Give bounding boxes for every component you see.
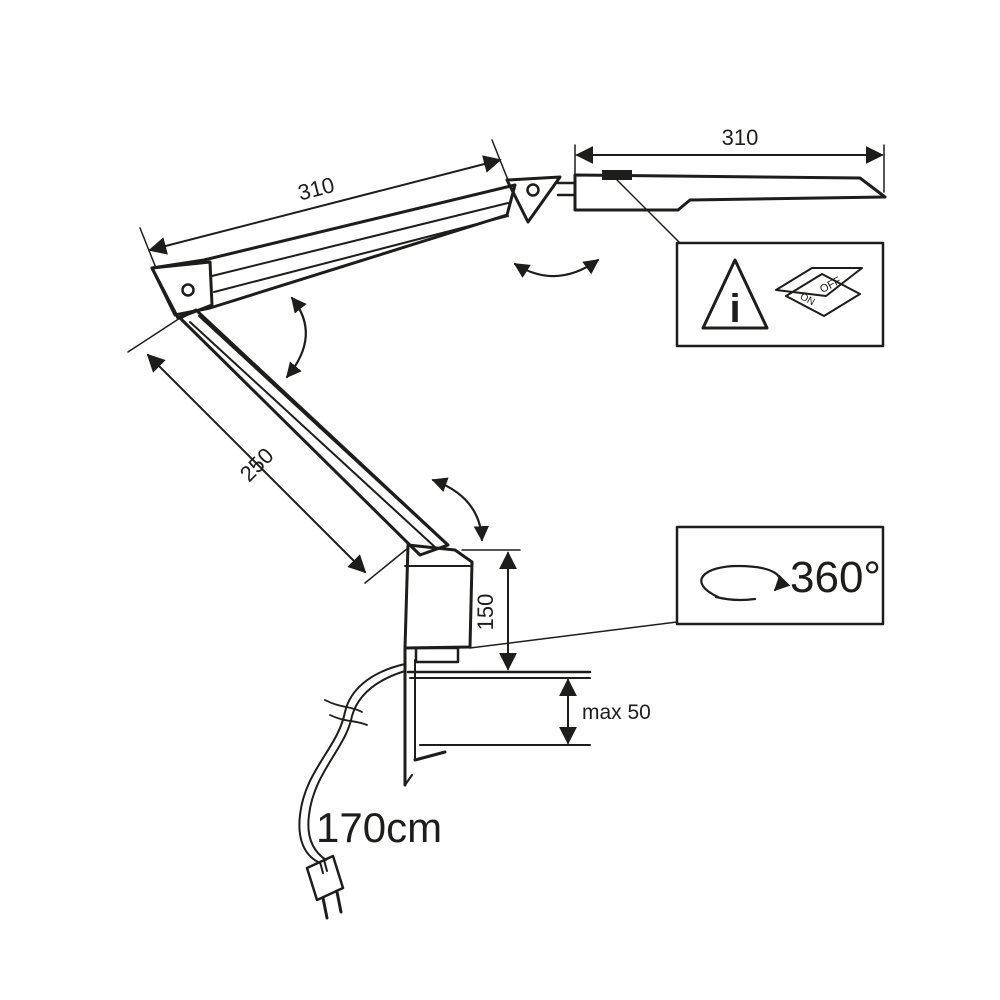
head-pivot-icon [526, 183, 540, 197]
on-off-switch-icon: OFF ON [775, 267, 863, 317]
dim-lower-arm: 250 [127, 317, 409, 584]
lamp-head [556, 170, 887, 244]
dim-lamp-head-label: 310 [722, 125, 759, 150]
rotate-360-icon [700, 564, 791, 602]
base-pivot-arrow-icon [431, 477, 490, 542]
rotation-callout: 360° [469, 525, 885, 649]
upper-arm [150, 175, 562, 320]
dim-clamp-opening-label: max 50 [582, 701, 651, 724]
dim-lamp-head: 310 [574, 125, 885, 193]
plug-icon [305, 854, 345, 920]
dim-base-height: 150 [461, 549, 521, 673]
dim-upper-arm-label: 310 [295, 172, 337, 205]
elbow-pivot-arrow-icon [285, 296, 307, 379]
elbow-pivot-icon [181, 283, 195, 297]
dim-base-height-label: 150 [473, 594, 498, 631]
info-glyph: i [729, 287, 740, 331]
switch-marker [602, 170, 632, 180]
head-pivot-arrow-icon [513, 258, 600, 278]
base-clamp [403, 543, 592, 787]
cable [298, 663, 406, 920]
dim-upper-arm: 310 [139, 139, 509, 269]
switch-info-callout: i OFF ON [675, 241, 885, 348]
dim-clamp-opening: max 50 [559, 678, 651, 745]
lower-arm [178, 308, 450, 557]
info-warning-icon: i [701, 258, 769, 331]
rotation-label: 360° [790, 553, 881, 602]
cable-length-label: 170cm [316, 804, 442, 851]
